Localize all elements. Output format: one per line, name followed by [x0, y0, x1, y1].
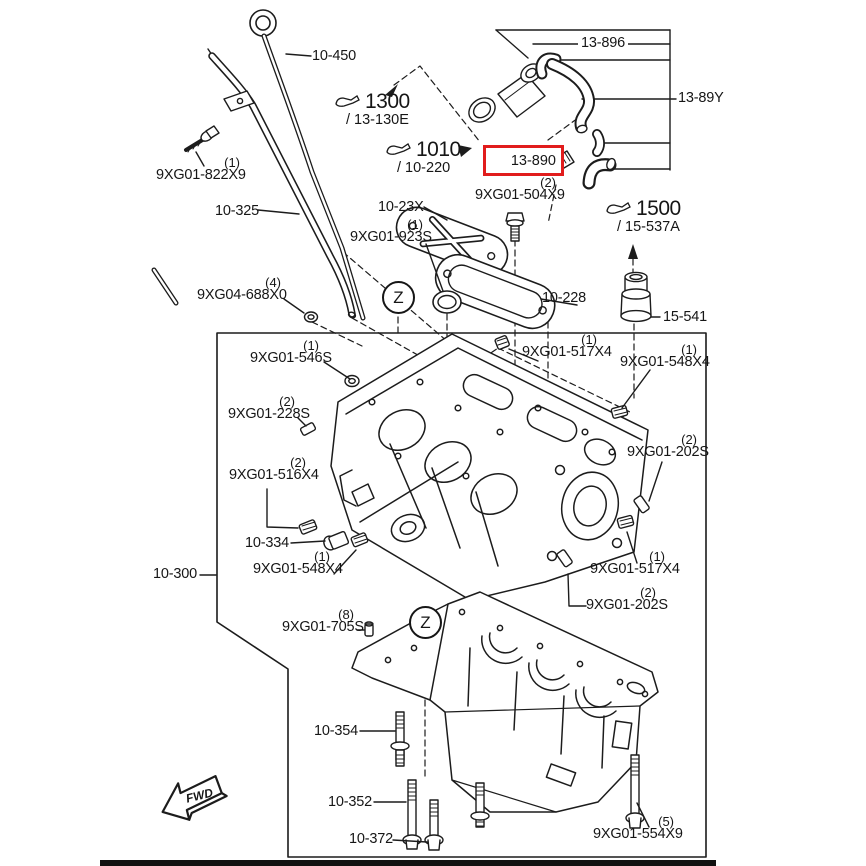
stud-10-354 [390, 711, 410, 767]
part-label-9XG01-504X9[interactable]: (2) 9XG01-504X9 [475, 175, 565, 203]
qty-badge: (1) [649, 549, 665, 564]
ref-number: 1500 [636, 197, 681, 220]
part-label-10-450[interactable]: 10-450 [312, 48, 356, 64]
part-label-10-228[interactable]: 10-228 [542, 290, 586, 306]
part-label-9XG01-822X9[interactable]: (1) 9XG01-822X9 [156, 155, 246, 183]
qty-badge: (2) [290, 455, 306, 470]
bolt-10-372 [424, 799, 444, 851]
hose-bracket-lines [495, 29, 677, 171]
oil-level-gauge [249, 9, 366, 321]
part-label-10-334[interactable]: 10-334 [245, 535, 289, 551]
pointer-arrow-1010 [458, 145, 472, 157]
pointer-arrows [385, 84, 638, 259]
part-label-13-896[interactable]: 13-896 [578, 35, 628, 51]
breather-pipe [468, 63, 546, 123]
grommet [303, 311, 319, 323]
qty-badge: (2) [640, 585, 656, 600]
part-label-10-23X[interactable]: 10-23X [378, 199, 424, 215]
ref-number: 1300 [365, 90, 410, 113]
part-label-9XG01-923S[interactable]: (1) 9XG01-923S [350, 217, 432, 245]
filler-extension [620, 271, 652, 323]
seal-ring [432, 290, 462, 314]
stud-center [470, 782, 490, 828]
part-label-9XG01-202S-lower[interactable]: (2) 9XG01-202S [586, 585, 668, 613]
applicability-hand-icon [386, 143, 411, 155]
qty-badge: (1) [303, 338, 319, 353]
ref-label-1500[interactable]: 1500 / 15-537A [605, 197, 681, 235]
qty-badge: (1) [224, 155, 240, 170]
lower-cylinder-block [351, 591, 659, 813]
baffle-gasket [434, 253, 556, 330]
bolt-554x9 [625, 754, 645, 829]
oil-level-gauge-pipe [151, 48, 357, 319]
qty-badge: (1) [314, 549, 330, 564]
qty-badge: (5) [658, 814, 674, 829]
group-boundary-box [216, 332, 707, 858]
applicability-hand-icon [335, 95, 360, 107]
part-label-9XG01-517X4-lower[interactable]: (1) 9XG01-517X4 [590, 549, 680, 577]
baffle-bolt [505, 212, 525, 242]
fwd-arrow: FWD [161, 775, 228, 821]
part-label-13-890[interactable]: 13-890 [510, 152, 556, 169]
gauge-pipe-bolt [184, 125, 220, 153]
part-label-13-89Y[interactable]: 13-89Y [678, 90, 724, 106]
ref-label-1300[interactable]: 1300 / 13-130E [334, 90, 410, 128]
qty-badge: (2) [540, 175, 556, 190]
pin-228s [299, 422, 317, 436]
cylinder-block [330, 333, 649, 601]
qty-badge: (1) [581, 332, 597, 347]
part-label-9XG04-688X0[interactable]: (4) 9XG04-688X0 [197, 275, 287, 303]
plug-517x4-right [616, 514, 635, 529]
applicability-hand-icon [606, 202, 631, 214]
pin-202s-lower [556, 549, 573, 568]
pointer-arrow-1500 [628, 244, 638, 259]
part-label-10-352[interactable]: 10-352 [328, 794, 372, 810]
part-label-9XG01-546S[interactable]: (1) 9XG01-546S [250, 338, 332, 366]
qty-badge: (2) [279, 394, 295, 409]
part-label-9XG01-548X4-lower[interactable]: (1) 9XG01-548X4 [253, 549, 343, 577]
part-label-9XG01-517X4-top[interactable]: (1) 9XG01-517X4 [522, 332, 612, 360]
plug-705s [364, 621, 374, 637]
ventilation-hose-set [535, 52, 617, 190]
pointer-arrow-1300 [385, 84, 398, 97]
ref-subcode: / 15-537A [617, 219, 680, 235]
frame-bottom-bar [100, 860, 716, 866]
oil-plug-10-334 [323, 530, 350, 551]
part-label-9XG01-705S[interactable]: (8) 9XG01-705S [282, 607, 364, 635]
bolt-10-352 [402, 779, 422, 850]
qty-badge: (4) [265, 275, 281, 290]
selected-part-highlight[interactable]: 13-890 [483, 145, 564, 176]
zone-marker-z-upper: Z [382, 281, 415, 314]
plug-548x4-top [610, 404, 629, 419]
qty-badge: (8) [338, 607, 354, 622]
part-label-9XG01-548X4-top[interactable]: (1) 9XG01-548X4 [620, 342, 710, 370]
part-label-9XG01-516X4[interactable]: (2) 9XG01-516X4 [229, 455, 319, 483]
part-label-15-541[interactable]: 15-541 [663, 309, 707, 325]
fwd-arrow-label: FWD [184, 785, 214, 805]
qty-badge: (2) [681, 432, 697, 447]
part-label-10-325[interactable]: 10-325 [215, 203, 259, 219]
ref-subcode: / 13-130E [346, 112, 409, 128]
zone-marker-z-lower: Z [409, 606, 442, 639]
part-label-9XG01-554X9[interactable]: (5) 9XG01-554X9 [593, 814, 683, 842]
qty-badge: (1) [681, 342, 697, 357]
plug-548x4-lower [350, 532, 369, 548]
ref-label-1010[interactable]: 1010 / 10-220 [385, 138, 461, 176]
part-label-10-354[interactable]: 10-354 [314, 723, 358, 739]
plug-516x4 [298, 519, 318, 535]
qty-badge: (1) [407, 217, 423, 232]
part-label-10-372[interactable]: 10-372 [349, 831, 393, 847]
part-label-9XG01-228S[interactable]: (2) 9XG01-228S [228, 394, 310, 422]
ref-number: 1010 [416, 138, 461, 161]
pin-202s-right [633, 495, 650, 514]
stud-bolt-517x4-top [494, 335, 510, 350]
ref-subcode: / 10-220 [397, 160, 451, 176]
part-label-10-300[interactable]: 10-300 [153, 566, 197, 582]
part-label-9XG01-202S-right[interactable]: (2) 9XG01-202S [627, 432, 709, 460]
